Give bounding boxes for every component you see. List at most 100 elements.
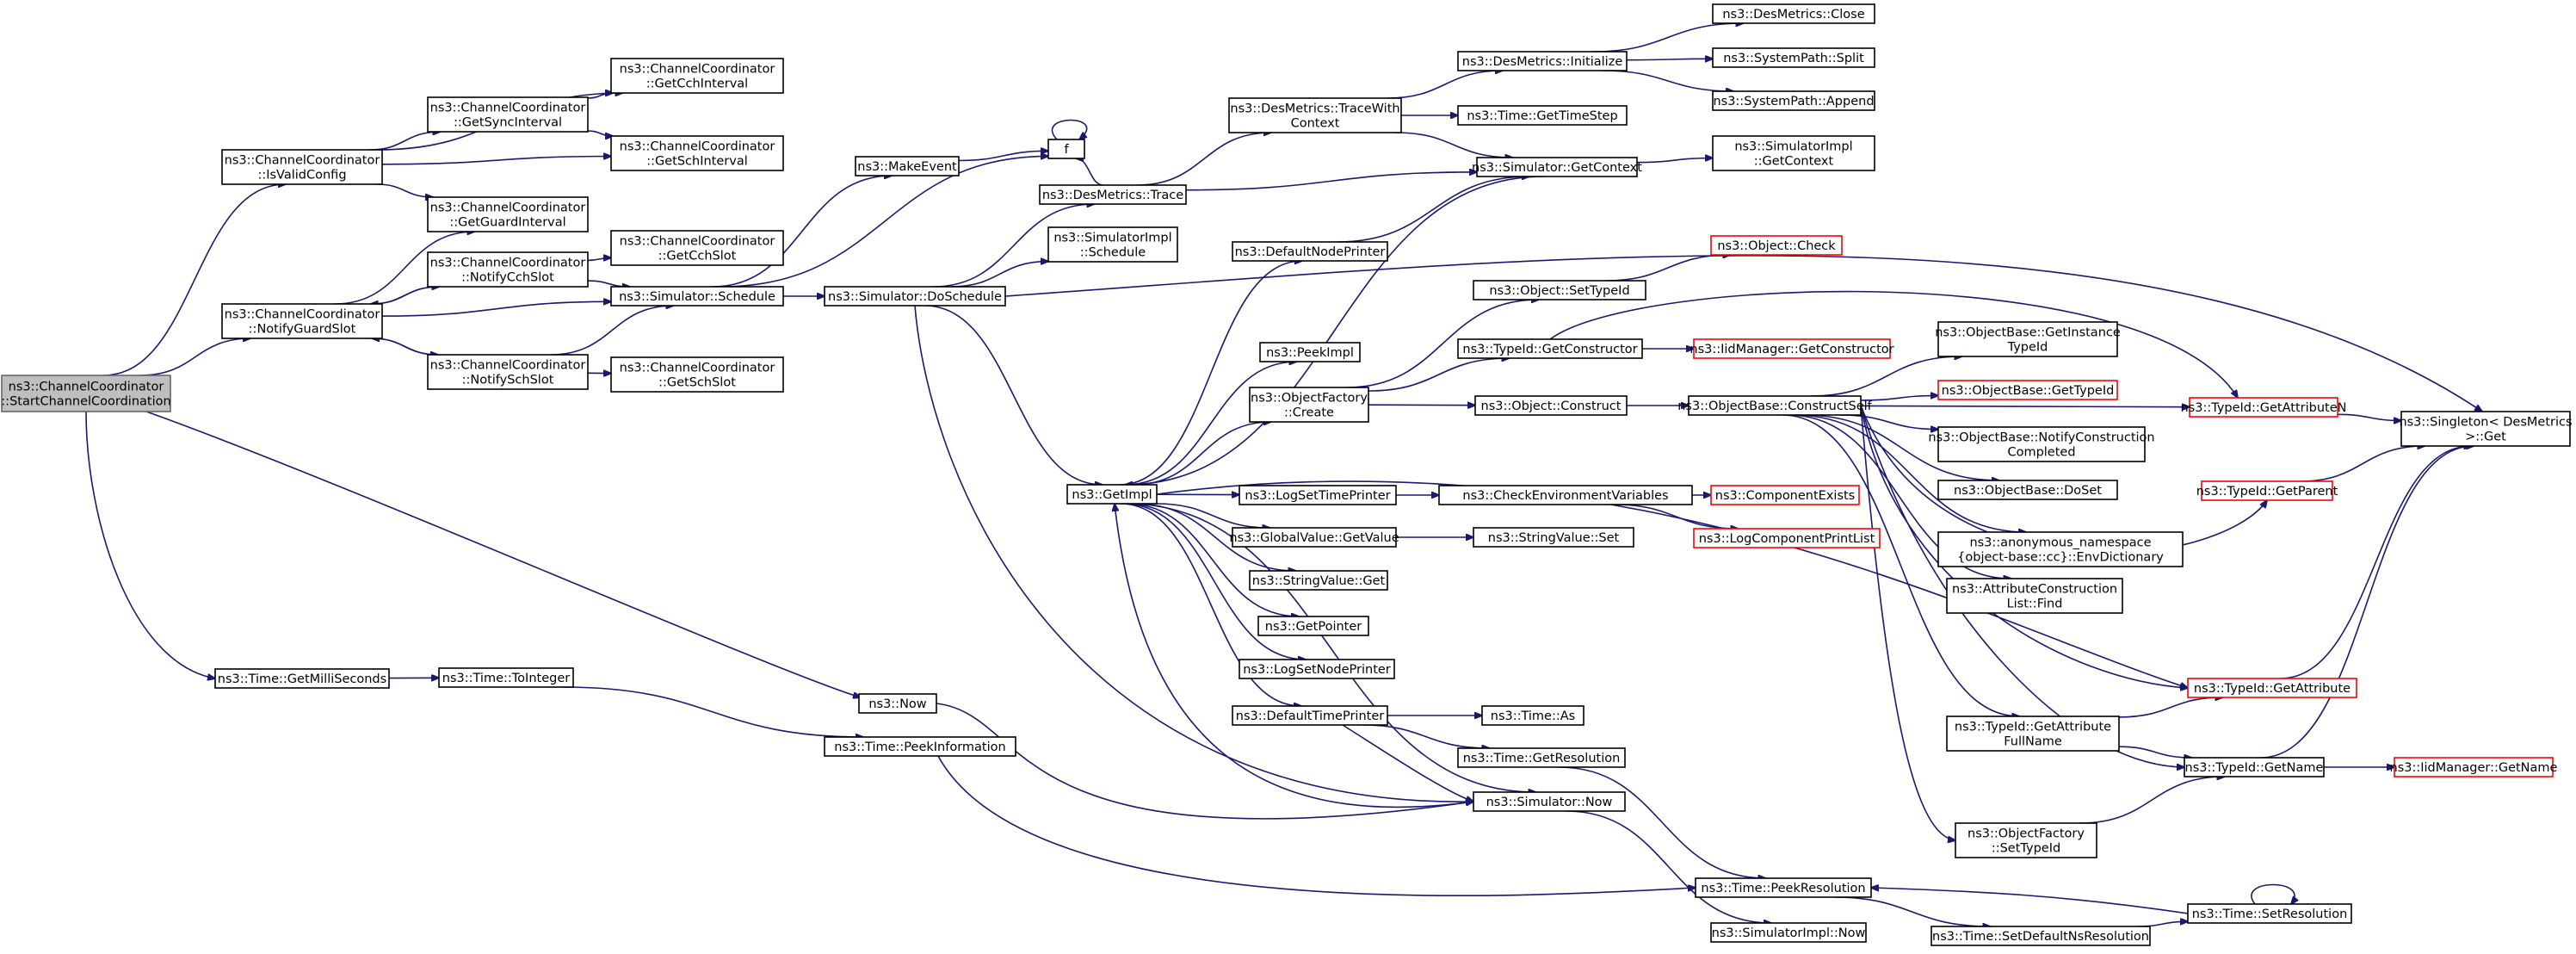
node-box — [1693, 338, 1891, 359]
node-startcc[interactable]: ns3::ChannelCoordinator::StartChannelCoo… — [1, 375, 171, 412]
edge-path — [1592, 23, 1743, 53]
node-box — [1438, 485, 1693, 505]
node-f[interactable]: f — [1047, 139, 1085, 159]
node-isvalid[interactable]: ns3::ChannelCoordinator::IsValidConfig — [221, 149, 383, 185]
node-getschslot[interactable]: ns3::ChannelCoordinator::GetSchSlot — [610, 356, 784, 393]
node-simimplgetctx[interactable]: ns3::SimulatorImpl::GetContext — [1712, 135, 1875, 171]
node-box — [1712, 3, 1875, 24]
node-label: ns3::PeekImpl — [1266, 346, 1354, 360]
node-simnow[interactable]: ns3::Simulator::Now — [1473, 791, 1626, 812]
edge-setres-peekres — [1871, 888, 2189, 914]
node-simimplnow[interactable]: ns3::SimulatorImpl::Now — [1710, 922, 1867, 943]
edge-path — [2337, 413, 2401, 420]
node-peekinfo[interactable]: ns3::Time::PeekInformation — [824, 736, 1016, 757]
node-stringvalset[interactable]: ns3::StringValue::Set — [1473, 527, 1634, 548]
edge-path — [587, 130, 613, 136]
node-objbasegettypeid[interactable]: ns3::ObjectBase::GetTypeId — [1937, 380, 2118, 400]
node-simgetctx[interactable]: ns3::Simulator::GetContext — [1472, 157, 1642, 177]
node-box — [221, 149, 383, 185]
node-notifysch[interactable]: ns3::ChannelCoordinator::NotifySchSlot — [427, 354, 589, 390]
node-checkenv[interactable]: ns3::CheckEnvironmentVariables — [1438, 485, 1693, 505]
edge-dosched-simimplschedule — [951, 262, 1048, 288]
node-notifyguard[interactable]: ns3::ChannelCoordinator::NotifyGuardSlot — [221, 303, 383, 339]
edge-path — [914, 305, 1473, 802]
node-getmilli[interactable]: ns3::Time::GetMilliSeconds — [214, 668, 390, 689]
node-label: ns3::Now — [868, 697, 926, 711]
node-makeevent[interactable]: ns3::MakeEvent — [855, 156, 960, 177]
node-setres[interactable]: ns3::Time::SetResolution — [2187, 903, 2352, 924]
edge-path — [1605, 255, 1730, 282]
node-objbasedoset[interactable]: ns3::ObjectBase::DoSet — [1937, 480, 2118, 500]
node-box — [610, 135, 784, 171]
node-getguard[interactable]: ns3::ChannelCoordinator::GetGuardInterva… — [427, 196, 589, 232]
node-deftimeprinter[interactable]: ns3::DefaultTimePrinter — [1232, 705, 1388, 726]
node-iidgetname[interactable]: ns3::IidManager::GetName — [2390, 757, 2558, 777]
node-typeidgetattr[interactable]: ns3::TypeId::GetAttribute — [2187, 678, 2357, 698]
node-box — [438, 667, 574, 688]
node-label: ns3::Simulator::Schedule — [619, 290, 775, 304]
node-box — [427, 354, 589, 390]
node-simschedule[interactable]: ns3::Simulator::Schedule — [610, 286, 784, 307]
node-globalvalget[interactable]: ns3::GlobalValue::GetValue — [1229, 527, 1399, 548]
node-getcchslot[interactable]: ns3::ChannelCoordinator::GetCchSlot — [610, 230, 784, 266]
node-dosched[interactable]: ns3::Simulator::DoSchedule — [824, 286, 1006, 307]
node-typeidgetparent[interactable]: ns3::TypeId::GetParent — [2196, 480, 2338, 501]
node-box — [1239, 485, 1397, 505]
node-objcheck[interactable]: ns3::Object::Check — [1710, 235, 1843, 256]
node-dmclose[interactable]: ns3::DesMetrics::Close — [1712, 3, 1875, 24]
node-box — [221, 303, 383, 339]
node-defnodeprinter[interactable]: ns3::DefaultNodePrinter — [1232, 241, 1388, 262]
node-logcompprintlist[interactable]: ns3::LogComponentPrintList — [1693, 528, 1881, 548]
node-getschint[interactable]: ns3::ChannelCoordinator::GetSchInterval — [610, 135, 784, 171]
node-singleton[interactable]: ns3::Singleton< DesMetrics >::Get — [2399, 411, 2573, 447]
node-spsplit[interactable]: ns3::SystemPath::Split — [1712, 47, 1875, 68]
edge-path — [2251, 883, 2295, 905]
node-peekres[interactable]: ns3::Time::PeekResolution — [1695, 877, 1872, 898]
node-iidgetctor[interactable]: ns3::IidManager::GetConstructor — [1690, 338, 1894, 359]
node-getcchint[interactable]: ns3::ChannelCoordinator::GetCchInterval — [610, 58, 784, 94]
node-box — [824, 736, 1016, 757]
node-tointeger[interactable]: ns3::Time::ToInteger — [438, 667, 574, 688]
node-box — [427, 251, 589, 288]
node-box — [2187, 678, 2357, 698]
node-spappend[interactable]: ns3::SystemPath::Append — [1712, 90, 1875, 111]
edge-path — [563, 686, 863, 737]
node-objbasenotify[interactable]: ns3::ObjectBase::NotifyConstructionCompl… — [1928, 426, 2155, 462]
node-label: ns3::anonymous_namespace — [1969, 536, 2151, 550]
node-now[interactable]: ns3::Now — [858, 693, 937, 714]
node-objfactcreate[interactable]: ns3::ObjectFactory::Create — [1249, 387, 1369, 423]
node-dmtrace[interactable]: ns3::DesMetrics::Trace — [1039, 184, 1187, 205]
edge-path — [937, 755, 1696, 896]
node-peekimpl[interactable]: ns3::PeekImpl — [1259, 342, 1361, 362]
edge-path — [1368, 405, 1475, 406]
node-simimplschedule[interactable]: ns3::SimulatorImpl::Schedule — [1047, 226, 1178, 263]
node-componentexists[interactable]: ns3::ComponentExists — [1710, 485, 1860, 505]
node-logsetnodeprinter[interactable]: ns3::LogSetNodePrinter — [1239, 659, 1395, 679]
node-anonenvdict[interactable]: ns3::anonymous_namespace{object-base::cc… — [1937, 531, 2184, 567]
node-typeidgetname[interactable]: ns3::TypeId::GetName — [2184, 757, 2325, 777]
node-logsettimeprinter[interactable]: ns3::LogSetTimePrinter — [1239, 485, 1397, 505]
node-box — [1473, 791, 1626, 812]
node-timeas[interactable]: ns3::Time::As — [1481, 705, 1585, 726]
node-getimpl[interactable]: ns3::GetImpl — [1066, 484, 1158, 505]
node-stringvalget[interactable]: ns3::StringValue::Get — [1249, 570, 1388, 591]
node-objsettypeid[interactable]: ns3::Object::SetTypeId — [1473, 280, 1646, 300]
edge-path — [2280, 446, 2471, 679]
node-setdefaultns[interactable]: ns3::Time::SetDefaultNsResolution — [1930, 926, 2151, 946]
node-objfactsettypeid[interactable]: ns3::ObjectFactory::SetTypeId — [1955, 822, 2097, 858]
node-typeidgetctor[interactable]: ns3::TypeId::GetConstructor — [1457, 338, 1643, 359]
node-notifycch[interactable]: ns3::ChannelCoordinator::NotifyCchSlot — [427, 251, 589, 288]
node-timegetres[interactable]: ns3::Time::GetResolution — [1457, 747, 1626, 768]
node-getsync[interactable]: ns3::ChannelCoordinator::GetSyncInterval — [427, 96, 589, 133]
node-objbaseconstructself[interactable]: ns3::ObjectBase::ConstructSelf — [1677, 395, 1873, 416]
node-dminit[interactable]: ns3::DesMetrics::Initialize — [1457, 51, 1628, 71]
node-typeidgetattrn[interactable]: ns3::TypeId::GetAttributeN — [2180, 397, 2347, 418]
node-objconstruct[interactable]: ns3::Object::Construct — [1474, 395, 1628, 416]
node-getpointer[interactable]: ns3::GetPointer — [1257, 616, 1369, 636]
node-gettimestep[interactable]: ns3::Time::GetTimeStep — [1457, 105, 1628, 126]
edge-path — [381, 157, 611, 165]
